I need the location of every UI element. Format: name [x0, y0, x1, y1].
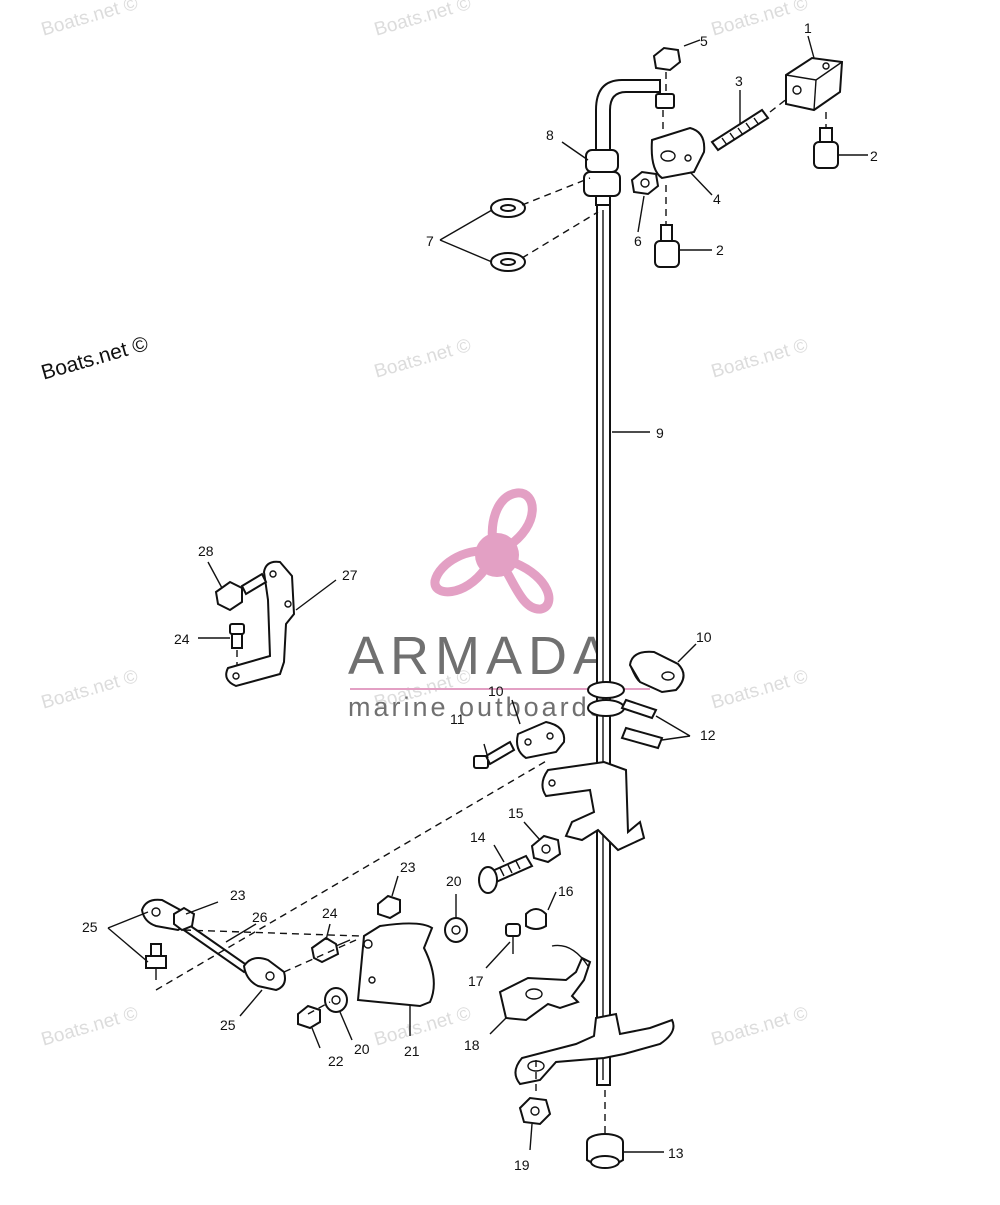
part-12-washers — [587, 681, 664, 750]
callout-12: 12 — [700, 727, 716, 743]
callout-19: 19 — [514, 1157, 530, 1173]
part-2-pin-upper — [813, 112, 839, 169]
callout-6: 6 — [634, 233, 642, 249]
callout-20: 20 — [354, 1041, 370, 1057]
callout-14: 14 — [470, 829, 486, 845]
callout-9: 9 — [656, 425, 664, 441]
part-25-ball-stud — [145, 943, 167, 980]
brand-name: ARMADA — [348, 626, 616, 686]
part-15-nut — [530, 834, 562, 864]
callout-10: 10 — [488, 683, 504, 699]
part-23-nut-left — [173, 906, 196, 932]
part-8-bushing — [583, 149, 621, 197]
part-17-screw — [505, 923, 521, 954]
part-10-clamp-upper — [628, 650, 685, 694]
part-14-bolt — [478, 854, 534, 894]
part-6-nut — [630, 170, 660, 196]
brand-tagline: marine outboards — [348, 692, 607, 722]
callout-25: 25 — [220, 1017, 236, 1033]
callout-26: 26 — [252, 909, 268, 925]
part-27-bracket — [225, 560, 296, 688]
callout-18: 18 — [464, 1037, 480, 1053]
callout-15: 15 — [508, 805, 524, 821]
part-20-washer-upper — [444, 917, 468, 943]
part-21-bracket — [356, 922, 435, 1008]
part-16-cap — [525, 908, 547, 930]
callout-25: 25 — [82, 919, 98, 935]
part-13-grommet — [586, 1090, 624, 1169]
propeller-logo-icon — [430, 488, 554, 614]
callout-10: 10 — [696, 629, 712, 645]
part-4-link — [650, 110, 706, 180]
part-3-stud — [710, 97, 789, 152]
callout-5: 5 — [700, 33, 708, 49]
callout-3: 3 — [735, 73, 743, 89]
part-20-washer-lower — [324, 987, 348, 1013]
callout-23: 23 — [400, 859, 416, 875]
lower-throttle-cam — [514, 1012, 675, 1086]
throttle-arm — [541, 760, 646, 852]
part-5-nut — [652, 46, 682, 109]
part-24-ball-stud-lower — [310, 936, 351, 964]
callout-20: 20 — [446, 873, 462, 889]
callout-2: 2 — [870, 148, 878, 164]
callout-27: 27 — [342, 567, 358, 583]
part-24-ball-stud-upper — [229, 623, 245, 672]
part-22-nut — [297, 1004, 321, 1030]
part-1-block — [785, 56, 844, 112]
part-7-clips — [490, 177, 599, 272]
part-10-clamp-lower — [516, 720, 566, 760]
callout-4: 4 — [713, 191, 721, 207]
callout-8: 8 — [546, 127, 554, 143]
callout-21: 21 — [404, 1043, 420, 1059]
callout-2: 2 — [716, 242, 724, 258]
callout-28: 28 — [198, 543, 214, 559]
callout-24: 24 — [174, 631, 190, 647]
callout-16: 16 — [558, 883, 574, 899]
callout-17: 17 — [468, 973, 484, 989]
callout-labels: 1 2 2 3 4 5 6 7 8 9 10 10 11 12 13 14 15… — [82, 20, 878, 1173]
part-2-pin-lower — [654, 185, 680, 268]
callout-1: 1 — [804, 20, 812, 36]
callout-24: 24 — [322, 905, 338, 921]
callout-13: 13 — [668, 1145, 684, 1161]
brand-divider — [350, 688, 650, 690]
callout-22: 22 — [328, 1053, 344, 1069]
throttle-shaft — [595, 79, 661, 1086]
part-18-pivot-arm — [498, 944, 592, 1022]
callout-11: 11 — [450, 711, 465, 727]
part-28-bolt — [214, 572, 268, 612]
part-25-rod-end-right — [242, 957, 286, 992]
part-19-nut — [518, 1060, 552, 1126]
leader-lines — [107, 35, 868, 1153]
callout-7: 7 — [426, 233, 434, 249]
part-11-screw — [473, 740, 516, 769]
part-23-nut-right — [377, 894, 401, 920]
callout-23: 23 — [230, 887, 246, 903]
